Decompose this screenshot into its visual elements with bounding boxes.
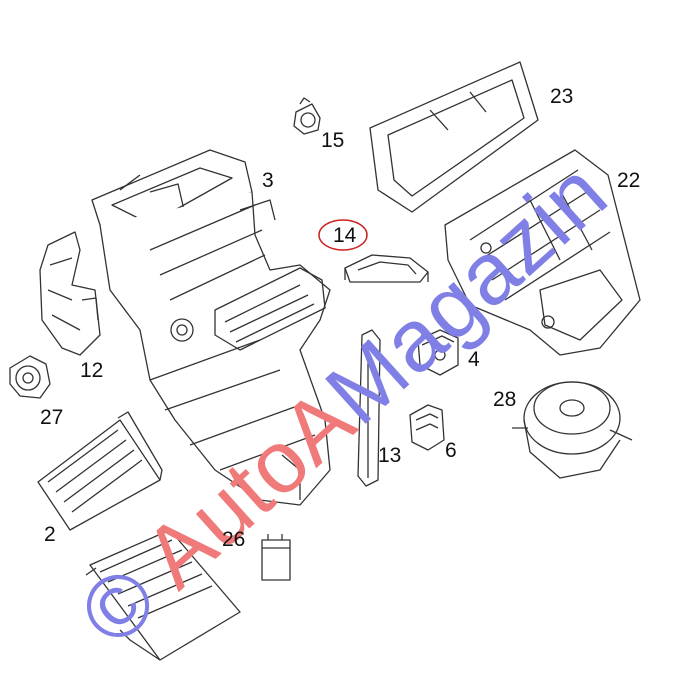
part-22-blower-housing bbox=[444, 149, 641, 356]
part-4-actuator bbox=[417, 329, 459, 376]
label-part-23: 23 bbox=[550, 85, 574, 108]
label-part-26: 26 bbox=[222, 528, 246, 551]
label-part-6: 6 bbox=[445, 439, 457, 462]
part-13-strip bbox=[357, 329, 381, 487]
part-12-side-panel bbox=[39, 231, 101, 356]
part-evaporator-core bbox=[85, 529, 241, 661]
label-part-12: 12 bbox=[80, 359, 104, 382]
part-23-filter-frame bbox=[369, 61, 539, 213]
label-part-13: 13 bbox=[378, 444, 402, 467]
label-part-15: 15 bbox=[321, 129, 345, 152]
label-part-4: 4 bbox=[468, 348, 480, 371]
label-part-2: 2 bbox=[44, 523, 56, 546]
part-15-actuator bbox=[293, 97, 321, 135]
highlight-circle bbox=[318, 219, 368, 251]
label-part-22: 22 bbox=[617, 169, 641, 192]
part-2-heater-core bbox=[37, 411, 163, 531]
label-part-28: 28 bbox=[493, 388, 517, 411]
part-26-resistor bbox=[261, 534, 291, 581]
label-part-3: 3 bbox=[262, 169, 274, 192]
part-3-heater-housing bbox=[91, 149, 331, 506]
label-part-27: 27 bbox=[40, 406, 64, 429]
part-28-blower-motor bbox=[512, 381, 633, 479]
part-14-seal bbox=[344, 254, 429, 283]
part-27-servo-motor bbox=[9, 355, 51, 399]
part-6-module bbox=[409, 404, 445, 451]
label-part-14: 14 bbox=[333, 224, 357, 247]
